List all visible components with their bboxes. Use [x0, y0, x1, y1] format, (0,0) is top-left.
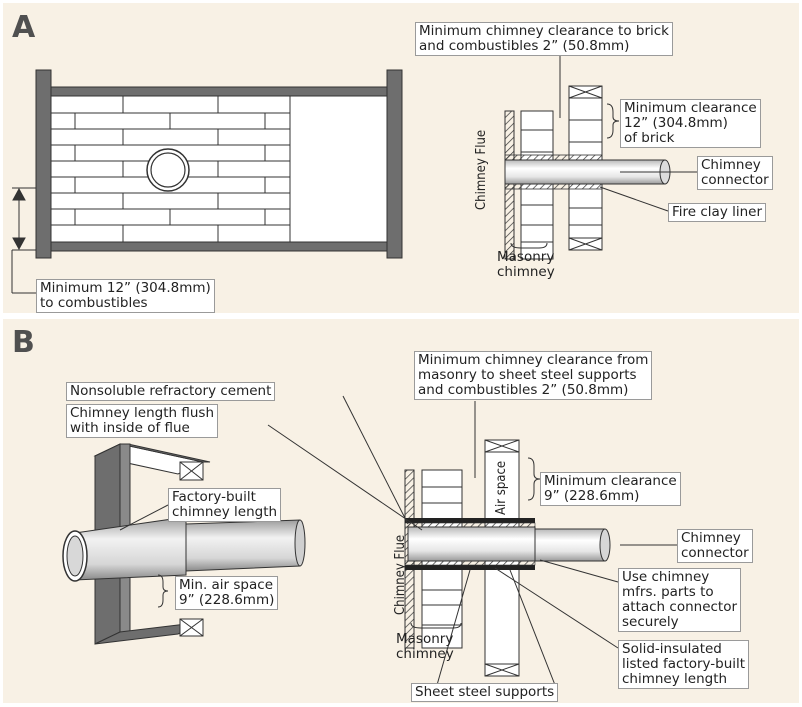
- label-min-clearance-a: Minimum clearance 12” (304.8mm) of brick: [620, 99, 761, 148]
- panel-b-perspective: [62, 443, 306, 645]
- panel-b-section: [267, 395, 677, 686]
- panel-b-letter: B: [12, 325, 35, 360]
- panel-a-section: [504, 55, 697, 260]
- label-air-space-vertical: Air space: [494, 460, 509, 515]
- label-masonry-chimney-a: Masonry chimney: [497, 249, 555, 280]
- label-nonsoluble-cement: Nonsoluble refractory cement: [66, 382, 276, 401]
- label-length-flush: Chimney length flush with inside of flue: [66, 404, 218, 438]
- label-min-air-space: Min. air space 9” (228.6mm): [175, 576, 279, 610]
- label-chimney-flue-a: Chimney Flue: [474, 129, 489, 210]
- label-min-combustibles: Minimum 12” (304.8mm) to combustibles: [36, 279, 215, 313]
- label-fire-clay-liner: Fire clay liner: [668, 203, 767, 222]
- label-sheet-steel-supports: Sheet steel supports: [411, 683, 559, 702]
- label-solid-insulated: Solid-insulated listed factory-built chi…: [618, 640, 750, 689]
- label-chimney-connector-b: Chimney connector: [677, 529, 753, 563]
- label-min-clearance-b: Minimum clearance 9” (228.6mm): [540, 472, 681, 506]
- brick-wall-front-view: [11, 69, 403, 294]
- panel-a-letter: A: [12, 10, 36, 45]
- label-clearance-brick: Minimum chimney clearance to brick and c…: [415, 22, 673, 56]
- label-use-chimney-parts: Use chimney mfrs. parts to attach connec…: [618, 568, 742, 632]
- label-chimney-connector-a: Chimney connector: [697, 156, 773, 190]
- label-clearance-masonry: Minimum chimney clearance from masonry t…: [414, 351, 653, 400]
- label-masonry-chimney-b: Masonry chimney: [396, 631, 454, 662]
- label-chimney-flue-b: Chimney Flue: [393, 534, 408, 615]
- label-factory-built: Factory-built chimney length: [168, 488, 282, 522]
